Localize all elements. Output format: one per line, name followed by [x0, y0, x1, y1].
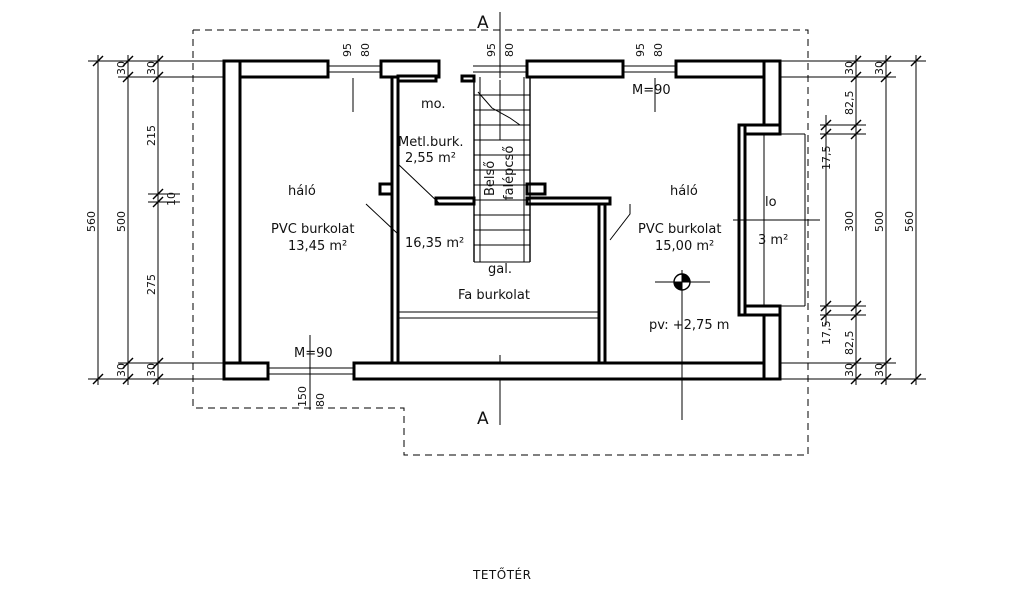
left-outer-dim: 560	[85, 211, 98, 232]
right-room-name: háló	[670, 184, 698, 199]
right-opening-dim: 300	[843, 211, 856, 232]
stair-label-1: Belső	[483, 161, 498, 196]
right-outer-dim: 560	[903, 211, 916, 232]
bottom-left-window-width: 150	[296, 386, 309, 407]
top-right-window-height: 80	[652, 43, 665, 57]
left-room-finish: PVC burkolat	[271, 222, 354, 237]
left-extra-bottom-dim: 30	[115, 363, 128, 377]
leader-lines	[309, 78, 820, 420]
right-part-1: 30	[843, 61, 856, 75]
top-left-window-width: 95	[341, 43, 354, 57]
right-extra-top-dim: 30	[873, 61, 886, 75]
left-part-3: 10	[165, 192, 178, 206]
right-inner-dim: 500	[873, 211, 886, 232]
left-extra-top-dim: 30	[115, 61, 128, 75]
stair	[473, 77, 531, 263]
right-part-6: 30	[843, 363, 856, 377]
roof-outline	[192, 29, 809, 456]
section-marker-bottom: A	[477, 409, 489, 429]
loggia-name: lo	[765, 195, 777, 210]
left-part-4: 275	[145, 274, 158, 295]
stair-window-height: 80	[503, 43, 516, 57]
hall-finish: Fa burkolat	[458, 288, 530, 303]
left-dimension-chains: 560 500 30 30 30 215 10 275 30	[85, 55, 224, 385]
section-marker-top: A	[477, 13, 489, 33]
gallery-railing	[398, 311, 599, 319]
interior-walls	[378, 74, 612, 365]
loggia-area: 3 m²	[758, 233, 788, 248]
room-labels: háló PVC burkolat 13,45 m² mo. Metl.burk…	[271, 97, 788, 333]
left-room-area: 13,45 m²	[288, 239, 347, 254]
storage-room-finish: Metl.burk.	[398, 135, 464, 150]
right-part-4: 17,5	[820, 321, 833, 346]
right-room-level: pv: +2,75 m	[649, 318, 729, 333]
right-room-finish: PVC burkolat	[638, 222, 721, 237]
top-right-window-width: 95	[634, 43, 647, 57]
top-left-window-height: 80	[359, 43, 372, 57]
storage-room-area: 2,55 m²	[405, 151, 456, 166]
drawing-title: TETŐTÉR	[472, 567, 531, 582]
section-line: A A	[477, 12, 501, 429]
left-part-5: 30	[145, 363, 158, 377]
right-part-5: 82,5	[843, 331, 856, 356]
bottom-left-door-label: M=90	[294, 346, 333, 361]
gallery-label: gal.	[488, 262, 512, 277]
right-dimension-chains: 30 82,5 17,5 17,5 82,5 30 300 30 500 30 …	[780, 55, 926, 385]
opening-labels: 95 80 95 80 95 80 M=90 M=90 150 80	[294, 43, 671, 407]
stair-window-width: 95	[485, 43, 498, 57]
hall-area: 16,35 m²	[405, 236, 464, 251]
left-room-name: háló	[288, 184, 316, 199]
stair-label-2: falépcső	[502, 146, 517, 200]
left-part-1: 30	[145, 61, 158, 75]
right-part-2: 82,5	[843, 91, 856, 116]
right-room-area: 15,00 m²	[655, 239, 714, 254]
top-right-door-label: M=90	[632, 83, 671, 98]
left-part-2: 215	[145, 125, 158, 146]
right-extra-bottom-dim: 30	[873, 363, 886, 377]
left-inner-dim: 500	[115, 211, 128, 232]
bottom-left-window-height: 80	[314, 393, 327, 407]
right-part-3: 17,5	[820, 146, 833, 171]
storage-room-name: mo.	[421, 97, 446, 112]
